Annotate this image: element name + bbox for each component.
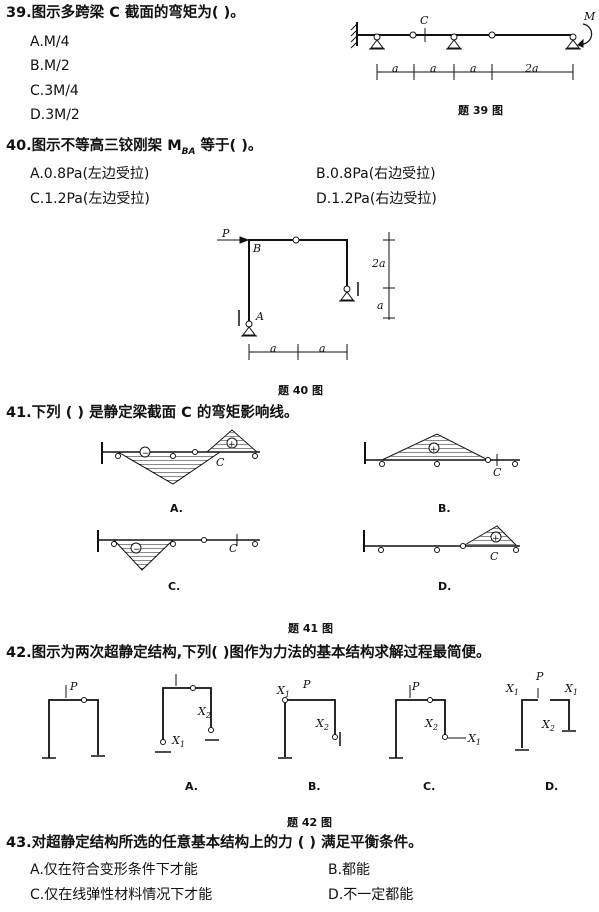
q41-option-a-label[interactable]: A. [170,502,183,515]
q43-question: 43.对超静定结构所选的任意基本结构上的力 ( ) 满足平衡条件。 [6,835,423,851]
q43-option-b[interactable]: B.都能 [328,862,371,878]
q39-dim-4: 2a [525,62,539,75]
q40-option-c[interactable]: C.1.2Pa(左边受拉) [30,191,150,207]
q40-label-a: A [256,310,264,323]
q42-a-label-x1: X1 [172,734,185,750]
q42-b-label-p: P [303,678,311,691]
q40-question: 40.图示不等高三铰刚架 MBA 等于( )。 [6,138,263,157]
q40-option-b[interactable]: B.0.8Pa(右边受拉) [316,166,436,182]
svg-text:+: + [228,440,236,450]
q42-d-label-x1-right: X1 [565,682,578,698]
q42-d-label-x1-left: X1 [506,682,519,698]
q39-option-c[interactable]: C.3M/4 [30,83,79,99]
q39-dim-2: a [430,62,437,75]
q42-original-label-p: P [70,680,78,693]
q42-b-label-x1: X1 [277,684,290,700]
q41-c-label-c: C [229,542,238,555]
q42-d-label-p: P [536,670,544,683]
q42-c-label-x1: X1 [468,732,481,748]
svg-text:−: − [133,545,141,555]
q42-option-b-label[interactable]: B. [308,780,321,793]
q39-option-b[interactable]: B.M/2 [30,58,70,74]
q40-caption: 题 40 图 [278,384,323,397]
q42-option-c-label[interactable]: C. [423,780,436,793]
q43-option-c[interactable]: C.仅在线弹性材料情况下才能 [30,887,213,903]
q42-option-d-label[interactable]: D. [545,780,559,793]
svg-text:+: + [430,445,438,455]
q42-option-a-label[interactable]: A. [185,780,198,793]
q43-option-d[interactable]: D.不一定都能 [328,887,414,903]
q42-c-label-p: P [412,680,420,693]
q39-option-a[interactable]: A.M/4 [30,34,70,50]
q42-d-label-x2: X2 [542,718,555,734]
q39-option-d[interactable]: D.3M/2 [30,107,80,123]
q39-label-m: M [584,10,596,23]
q41-question: 41.下列 ( ) 是静定梁截面 C 的弯矩影响线。 [6,405,299,421]
svg-text:+: + [492,534,500,544]
q41-a-label-c: C [216,456,225,469]
q41-option-a-diagram: − + [101,429,260,485]
q39-caption: 题 39 图 [458,104,503,117]
q40-dim-bottom-1: a [270,342,277,355]
q41-option-b-label[interactable]: B. [438,502,451,515]
q39-label-c: C [420,14,429,27]
q42-b-label-x2: X2 [316,717,329,733]
q39-dim-3: a [470,62,477,75]
q40-dim-bottom-2: a [319,342,326,355]
q42-a-label-x2: X2 [198,705,211,721]
q39-question: 39.图示多跨梁 C 截面的弯矩为( )。 [6,5,245,21]
q41-b-label-c: C [493,466,502,479]
q41-caption: 题 41 图 [288,622,333,635]
q41-option-c-label[interactable]: C. [168,580,181,593]
q39-dim-1: a [392,62,399,75]
q40-option-d[interactable]: D.1.2Pa(右边受拉) [316,191,437,207]
q40-option-a[interactable]: A.0.8Pa(左边受拉) [30,166,150,182]
q41-option-b-diagram: + [364,433,520,467]
q42-option-b-frame [278,697,341,759]
q43-option-a[interactable]: A.仅在符合变形条件下才能 [30,862,198,878]
q42-caption: 题 42 图 [287,816,332,829]
q40-label-p: P [222,227,230,240]
q41-d-label-c: C [490,550,499,563]
q40-dim-a: a [377,299,384,312]
q42-c-label-x2: X2 [425,717,438,733]
q41-option-d-label[interactable]: D. [438,580,452,593]
q40-label-b: B [253,242,262,255]
svg-text:−: − [142,449,150,459]
q42-question: 42.图示为两次超静定结构,下列( )图作为力法的基本结构求解过程最简便。 [6,645,491,661]
q40-question-subscript: BA [181,146,196,157]
q40-dim-2a: 2a [372,257,386,270]
